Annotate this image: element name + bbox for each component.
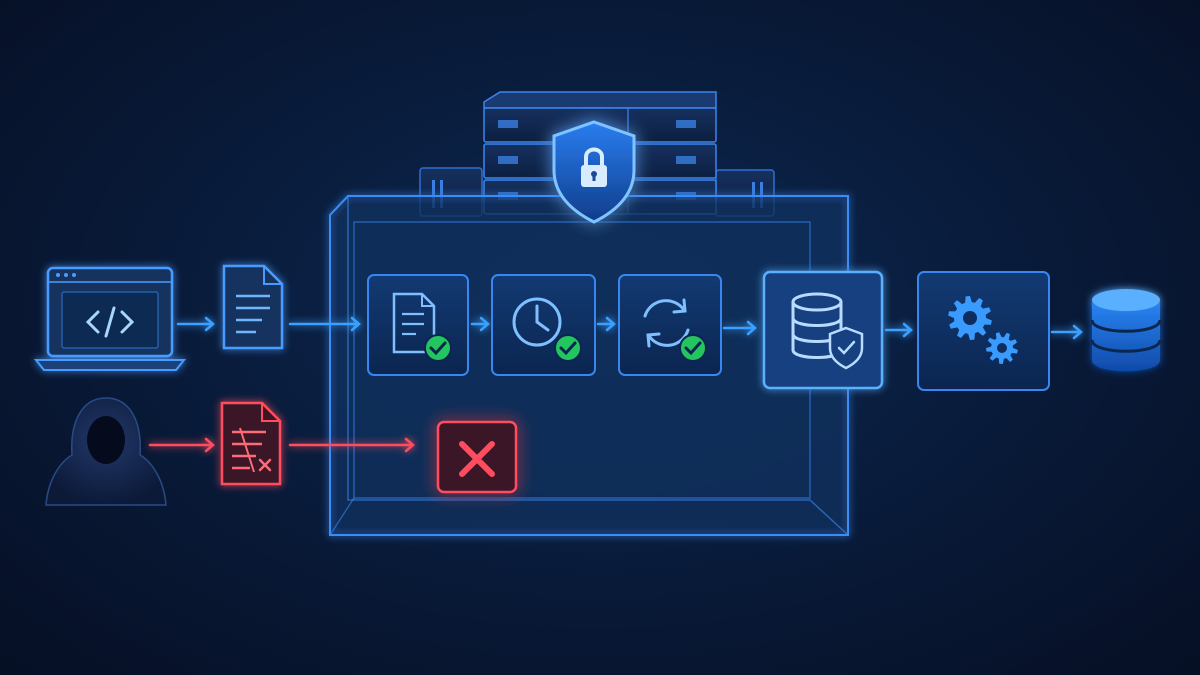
arrow-step3-to-db: [722, 320, 757, 336]
step-timestamp-check: [491, 274, 596, 376]
tampered-document-icon: [220, 401, 282, 486]
attack-arrows: [148, 437, 415, 453]
arrow-step2-to-step3: [596, 316, 616, 332]
code-laptop-icon: [33, 266, 187, 371]
node-secure-database: [762, 270, 884, 390]
shield-lock-icon: [552, 120, 636, 224]
check-badge-icon: [424, 334, 452, 362]
step-validate-document: [367, 274, 469, 376]
arrow-tampered-file-to-block: [288, 437, 415, 453]
arrow-file-to-container: [288, 316, 361, 332]
check-badge-icon: [679, 334, 707, 362]
document-check-icon: [392, 292, 436, 354]
arrow-step1-to-step2: [470, 316, 490, 332]
check-badge-icon: [554, 334, 582, 362]
arrow-db-to-gears: [884, 322, 913, 338]
hooded-attacker-icon: [45, 397, 167, 506]
clock-icon: [512, 297, 562, 347]
database-icon: [1090, 289, 1162, 372]
arrow-attacker-to-tampered-file: [148, 437, 215, 453]
node-processing: [917, 271, 1050, 391]
document-icon: [222, 264, 284, 350]
step-sync-check: [618, 274, 722, 376]
blocked-node: [436, 420, 518, 494]
arrow-laptop-to-file: [176, 316, 215, 332]
refresh-icon: [643, 298, 690, 348]
flow-arrows: [176, 316, 1083, 340]
database-shield-icon: [791, 292, 864, 370]
gears-icon: [948, 296, 1018, 364]
arrow-gears-to-target: [1050, 324, 1083, 340]
close-x-icon: [459, 441, 495, 477]
